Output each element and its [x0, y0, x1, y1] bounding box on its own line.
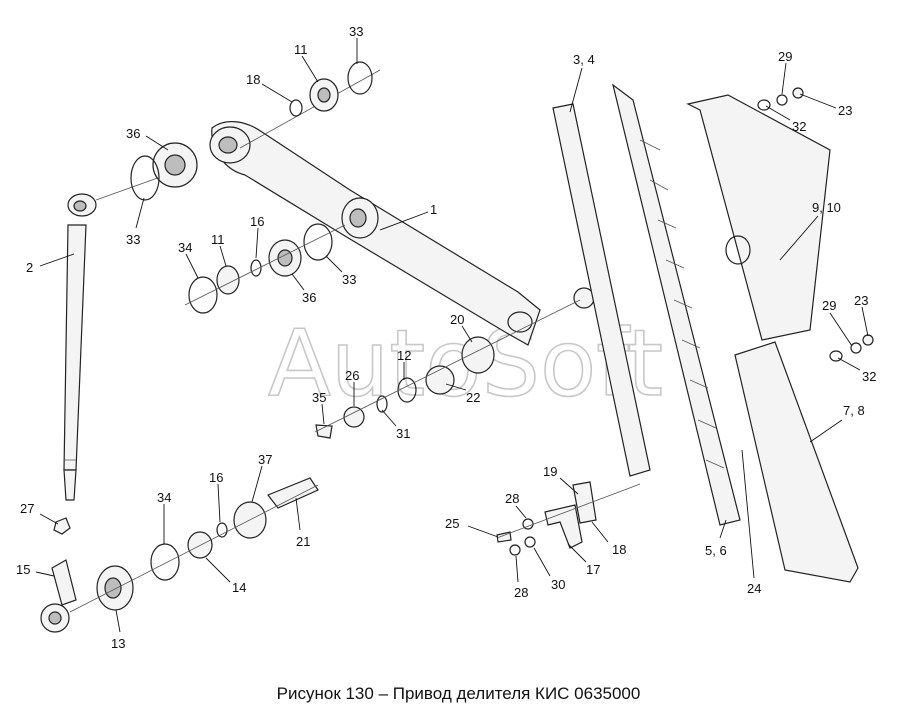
callout-7-8: 7, 8 — [843, 403, 865, 418]
connecting-rod — [63, 169, 181, 501]
callout-31: 31 — [396, 426, 410, 441]
callout-33: 33 — [126, 232, 140, 247]
callout-32: 32 — [862, 369, 876, 384]
callout-23: 23 — [838, 103, 852, 118]
callout-13: 13 — [111, 636, 125, 651]
callout-3-4: 3, 4 — [573, 52, 595, 67]
callout-34: 34 — [178, 240, 192, 255]
guard-upper — [686, 87, 831, 341]
callout-18: 18 — [612, 542, 626, 557]
hub-gear-assembly — [314, 287, 595, 439]
guard-lower — [734, 334, 874, 583]
callout-2: 2 — [26, 260, 33, 275]
callout-22: 22 — [466, 390, 480, 405]
callout-15: 15 — [16, 562, 30, 577]
bearing-assembly-middle — [184, 223, 346, 314]
callout-28: 28 — [505, 491, 519, 506]
callout-29: 29 — [778, 49, 792, 64]
bracket-assembly — [496, 481, 641, 556]
callout-11: 11 — [211, 232, 225, 247]
callout-24: 24 — [747, 581, 761, 596]
callout-19: 19 — [543, 464, 557, 479]
callout-23: 23 — [854, 293, 868, 308]
lever-arm — [209, 69, 541, 346]
knife-bars — [552, 83, 741, 526]
callout-9-10: 9, 10 — [812, 200, 841, 215]
callout-16: 16 — [209, 470, 223, 485]
callout-17: 17 — [586, 562, 600, 577]
callout-25: 25 — [445, 516, 459, 531]
callout-26: 26 — [345, 368, 359, 383]
lower-rod-end-assembly — [40, 477, 319, 633]
callout-28: 28 — [514, 585, 528, 600]
callout-35: 35 — [312, 390, 326, 405]
callout-36: 36 — [126, 126, 140, 141]
callout-32: 32 — [792, 119, 806, 134]
callout-18: 18 — [246, 72, 260, 87]
callout-33: 33 — [349, 24, 363, 39]
callout-16: 16 — [250, 214, 264, 229]
callout-labels: 33 11 18 36 33 1 16 11 34 36 33 2 — [16, 24, 876, 651]
callout-29: 29 — [822, 298, 836, 313]
callout-37: 37 — [258, 452, 272, 467]
callout-1: 1 — [430, 202, 437, 217]
callout-27: 27 — [20, 501, 34, 516]
callout-12: 12 — [397, 348, 411, 363]
callout-14: 14 — [232, 580, 246, 595]
callout-20: 20 — [450, 312, 464, 327]
callout-21: 21 — [296, 534, 310, 549]
callout-33: 33 — [342, 272, 356, 287]
callout-34: 34 — [157, 490, 171, 505]
callout-30: 30 — [551, 577, 565, 592]
bearing-assembly-upper — [130, 61, 373, 201]
figure-caption: Рисунок 130 – Привод делителя КИС 063500… — [276, 684, 641, 703]
callout-11: 11 — [294, 42, 308, 57]
callout-5-6: 5, 6 — [705, 543, 727, 558]
callout-36: 36 — [302, 290, 316, 305]
